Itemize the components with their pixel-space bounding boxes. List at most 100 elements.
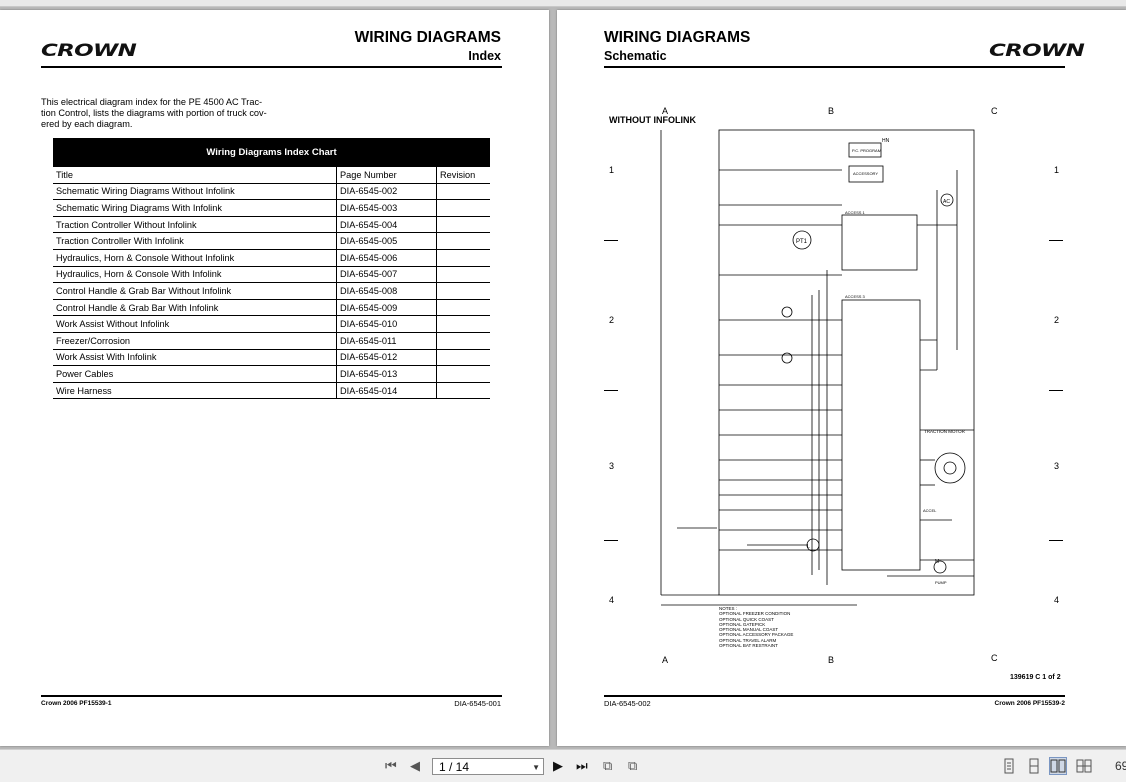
chevron-down-icon[interactable]: ▼ xyxy=(532,763,540,772)
header-rule xyxy=(604,66,1065,68)
continuous-view-icon[interactable] xyxy=(1026,758,1042,774)
grid-row-label: 4 xyxy=(1054,595,1060,605)
row-revision xyxy=(436,249,490,267)
grid-col-label: C xyxy=(991,653,998,663)
row-revision xyxy=(436,232,490,250)
grid-col-label: A xyxy=(662,106,669,116)
row-page-number: DIA-6545-008 xyxy=(336,282,437,300)
row-page-number: DIA-6545-005 xyxy=(336,232,437,250)
note-item: OPTIONAL MANUAL COAST xyxy=(719,627,779,633)
row-revision xyxy=(436,282,490,300)
svg-text:ACCESSORY: ACCESSORY xyxy=(853,171,878,176)
grid-tick xyxy=(1049,540,1063,541)
row-page-number: DIA-6545-007 xyxy=(336,266,437,284)
intro-line: ered by each diagram. xyxy=(41,119,133,129)
last-page-button[interactable]: ⏭ xyxy=(576,758,588,773)
header-rule xyxy=(41,66,502,68)
page-subtitle: Schematic xyxy=(604,49,667,63)
page-title: WIRING DIAGRAMS xyxy=(604,29,751,46)
copy-icon[interactable]: ⧉ xyxy=(603,758,613,773)
two-page-continuous-icon[interactable] xyxy=(1076,758,1092,774)
page-title: WIRING DIAGRAMS xyxy=(354,29,501,46)
footer-rule xyxy=(41,695,502,697)
row-title: Traction Controller Without Infolink xyxy=(53,216,337,234)
row-page-number: DIA-6545-013 xyxy=(336,365,437,383)
note-item: OPTIONAL FREEZER CONDITION xyxy=(719,611,791,617)
next-page-button[interactable]: ▶ xyxy=(553,758,563,773)
viewer-toolbar: ⏮ ◀ 1 / 14 ▼ ▶ ⏭ ⧉ ⧉ 69 xyxy=(0,749,1126,782)
row-title: Work Assist With Infolink xyxy=(53,349,337,367)
row-page-number: DIA-6545-011 xyxy=(336,332,437,350)
col-header-revision: Revision xyxy=(436,167,490,184)
grid-col-label: B xyxy=(828,655,835,665)
row-title: Control Handle & Grab Bar With Infolink xyxy=(53,299,337,317)
grid-row-label: 4 xyxy=(609,595,615,605)
row-revision xyxy=(436,332,490,350)
row-title: Traction Controller With Infolink xyxy=(53,232,337,250)
table-caption: Wiring Diagrams Index Chart xyxy=(53,138,490,167)
row-revision xyxy=(436,315,490,333)
grid-row-label: 1 xyxy=(1054,165,1060,175)
row-title: Hydraulics, Horn & Console With Infolink xyxy=(53,266,337,284)
grid-row-label: 3 xyxy=(609,461,615,471)
intro-line: tion Control, lists the diagrams with po… xyxy=(41,108,267,118)
grid-col-label: B xyxy=(828,106,835,116)
svg-text:PUMP: PUMP xyxy=(935,580,947,585)
row-page-number: DIA-6545-003 xyxy=(336,199,437,217)
page-number-input[interactable]: 1 / 14 ▼ xyxy=(432,758,544,775)
row-page-number: DIA-6545-004 xyxy=(336,216,437,234)
rotate-icon[interactable]: ⧉ xyxy=(628,758,638,773)
diagram-label: WITHOUT INFOLINK xyxy=(609,115,696,125)
top-strip xyxy=(0,0,1126,7)
grid-row-label: 2 xyxy=(609,315,615,325)
footer-left: Crown 2006 PF15539-1 xyxy=(41,700,112,707)
row-page-number: DIA-6545-006 xyxy=(336,249,437,267)
grid-col-label: C xyxy=(991,106,998,116)
row-page-number: DIA-6545-009 xyxy=(336,299,437,317)
previous-page-button[interactable]: ◀ xyxy=(410,758,420,773)
row-revision xyxy=(436,183,490,201)
row-revision xyxy=(436,365,490,383)
row-page-number: DIA-6545-010 xyxy=(336,315,437,333)
table-row: Hydraulics, Horn & Console With Infolink… xyxy=(53,266,490,284)
svg-text:AC: AC xyxy=(943,199,950,205)
row-title: Work Assist Without Infolink xyxy=(53,315,337,333)
two-page-view-icon[interactable] xyxy=(1049,757,1067,775)
pdf-page-right: WIRING DIAGRAMS Schematic CROWN A B C A … xyxy=(557,10,1126,746)
row-title: Wire Harness xyxy=(53,382,337,400)
grid-row-label: 1 xyxy=(609,165,615,175)
row-page-number: DIA-6545-002 xyxy=(336,183,437,201)
table-row: Hydraulics, Horn & Console Without Infol… xyxy=(53,249,490,267)
footer-left: DIA-6545-002 xyxy=(604,699,651,708)
crown-logo: CROWN xyxy=(989,41,1085,61)
pdf-page-left: CROWN WIRING DIAGRAMS Index This electri… xyxy=(0,10,549,746)
row-revision xyxy=(436,199,490,217)
row-title: Freezer/Corrosion xyxy=(53,332,337,350)
note-item: OPTIONAL TRAVEL ALARM xyxy=(719,637,777,643)
footer-right: Crown 2006 PF15539-2 xyxy=(994,700,1065,707)
svg-text:L: L xyxy=(807,544,810,550)
row-revision xyxy=(436,382,490,400)
row-revision xyxy=(436,216,490,234)
first-page-button[interactable]: ⏮ xyxy=(385,758,397,773)
footer-rule xyxy=(604,695,1065,697)
svg-text:M: M xyxy=(935,559,939,565)
schematic-diagram: P.C. PROGRAM ACCESSORY ACCESS 1 ACCESS 3… xyxy=(660,129,975,606)
single-page-view-icon[interactable] xyxy=(1001,758,1017,774)
grid-tick xyxy=(1049,240,1063,241)
grid-tick xyxy=(604,390,618,391)
table-row: Schematic Wiring Diagrams Without Infoli… xyxy=(53,183,490,201)
svg-text:ACCESS 1: ACCESS 1 xyxy=(845,210,866,215)
drawing-number: 139619 C 1 of 2 xyxy=(1010,674,1061,681)
row-page-number: DIA-6545-012 xyxy=(336,349,437,367)
zoom-level[interactable]: 69 xyxy=(1115,759,1126,773)
grid-tick xyxy=(604,540,618,541)
grid-tick xyxy=(604,240,618,241)
